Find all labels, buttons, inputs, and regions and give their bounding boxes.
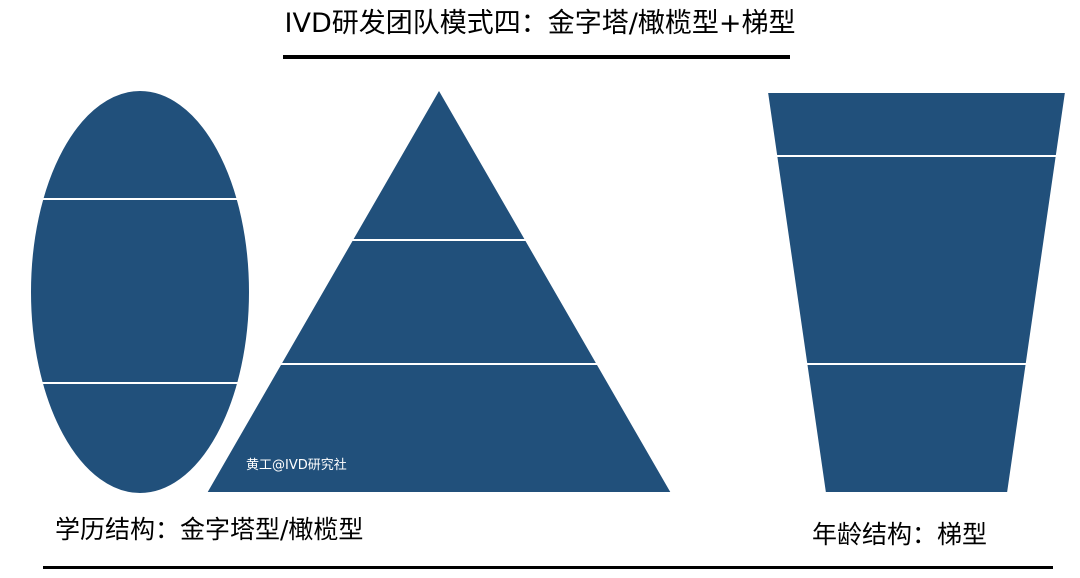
bottom-divider xyxy=(43,566,1053,569)
olive-ellipse xyxy=(29,89,251,495)
pyramid-triangle xyxy=(204,86,674,494)
age-structure-caption: 年龄结构：梯型 xyxy=(812,520,988,549)
page-title: IVD研发团队模式四：金字塔/橄榄型+梯型 xyxy=(284,8,796,39)
title-underline xyxy=(283,55,790,59)
education-structure-caption: 学历结构：金字塔型/橄榄型 xyxy=(55,515,364,544)
watermark-text: 黄工@IVD研究社 xyxy=(246,458,347,473)
pyramid-shape xyxy=(204,86,674,494)
olive-shape xyxy=(29,89,251,495)
ladder-trapezoid xyxy=(765,91,1068,494)
ladder-shape xyxy=(765,91,1068,494)
